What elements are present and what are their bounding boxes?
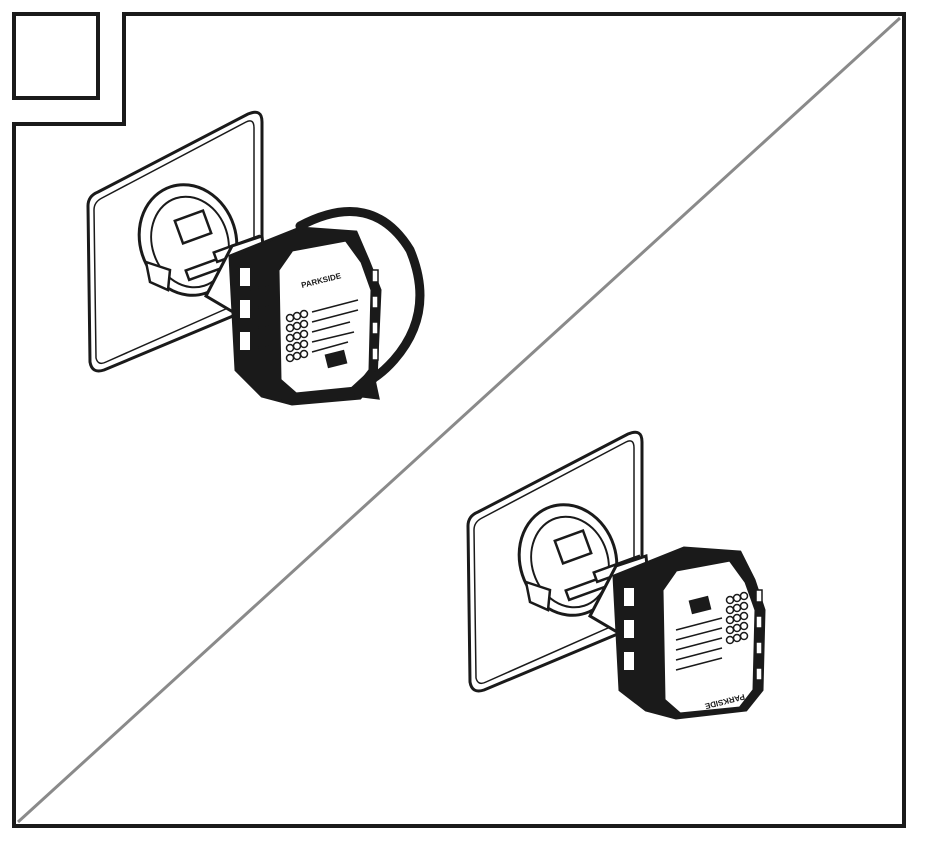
socket-tester-bottom: PARKSIDE xyxy=(590,548,764,718)
diagonal-divider xyxy=(18,18,900,822)
step-number-box xyxy=(14,14,98,98)
bottom-illustration: PARKSIDE xyxy=(468,432,764,718)
socket-tester-top: PARKSIDE xyxy=(206,228,380,404)
top-illustration: PARKSIDE xyxy=(88,112,420,404)
indicator-leds-top xyxy=(287,311,308,362)
indicator-leds-bottom xyxy=(727,593,748,644)
